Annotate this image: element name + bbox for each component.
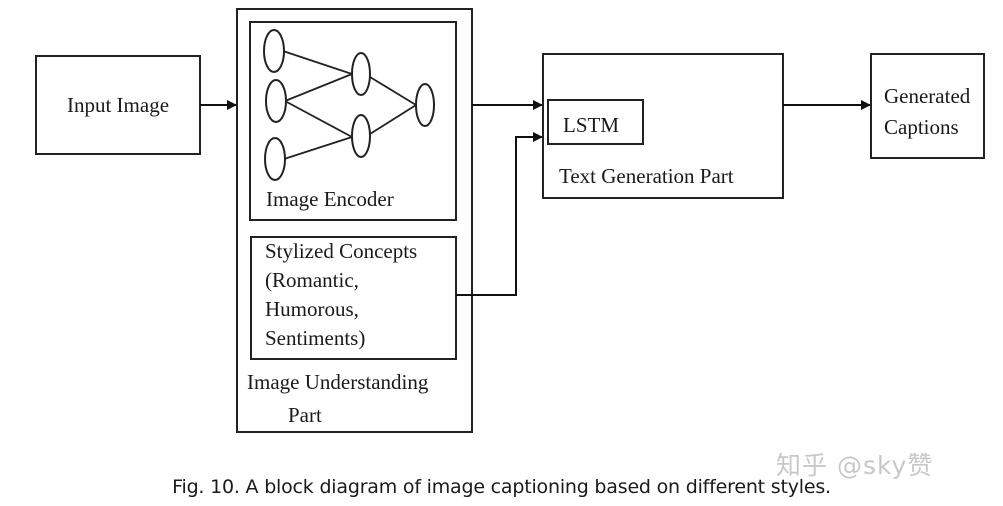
watermark: 知乎 @sky赞: [776, 451, 934, 480]
lstm-block: LSTM: [547, 99, 644, 145]
hidden-neuron: [351, 52, 371, 96]
input-neuron: [263, 29, 285, 73]
generated-captions-line1: Generated: [884, 84, 971, 108]
generated-captions-block: Generated Captions: [870, 53, 985, 159]
neural-network-icon: [263, 29, 435, 181]
generated-captions-line2: Captions: [884, 115, 959, 139]
image-understanding-label-line2: Part: [288, 403, 322, 427]
text-generation-label: Text Generation Part: [559, 164, 734, 188]
input-neuron: [265, 79, 287, 123]
stylized-concepts-line1: Stylized Concepts: [265, 239, 417, 263]
input-image-block: Input Image: [35, 55, 201, 155]
input-image-label: Input Image: [67, 93, 169, 117]
image-encoder-label: Image Encoder: [266, 187, 394, 211]
hidden-neuron: [351, 114, 371, 158]
image-understanding-label-line1: Image Understanding: [247, 370, 429, 394]
figure-caption: Fig. 10. A block diagram of image captio…: [172, 476, 831, 498]
image-encoder-block: Image Encoder: [249, 21, 457, 221]
lstm-label: LSTM: [563, 113, 619, 137]
stylized-concepts-line2: (Romantic,: [265, 268, 359, 292]
input-neuron: [264, 137, 286, 181]
arrow-concepts-to-lstm: [456, 132, 543, 296]
stylized-concepts-block: Stylized Concepts (Romantic, Humorous, S…: [250, 236, 457, 360]
stylized-concepts-line3: Humorous,: [265, 297, 359, 321]
output-neuron: [415, 83, 435, 127]
stylized-concepts-line4: Sentiments): [265, 326, 365, 350]
